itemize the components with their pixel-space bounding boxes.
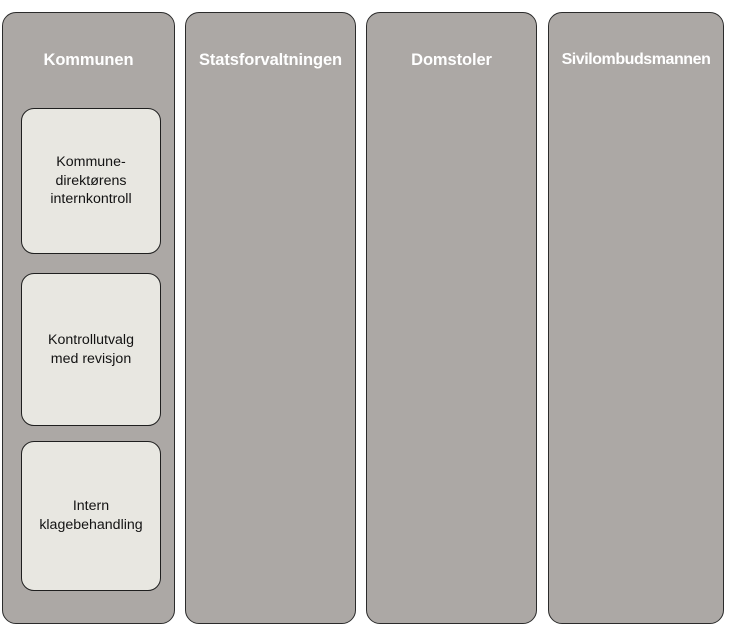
node-intern-klagebehandling: Intern klagebehandling: [21, 441, 161, 591]
node-label: Intern klagebehandling: [39, 498, 143, 533]
column-domstoler: Domstoler Nasjonale domstoler Den europe…: [366, 12, 537, 624]
node-kommunedirektorens-internkontroll: Kommune- direktørens internkontroll: [21, 108, 161, 254]
node-kontrollutvalg-med-revisjon: Kontrollutvalg med revisjon: [21, 273, 161, 426]
column-statsforvaltningen: Statsforvaltningen Lovlighetskontroll St…: [185, 12, 526, 624]
column-sivilombudsmannen: Sivilombudsmannen Etter klage På eget in…: [548, 12, 724, 624]
column-kommunen: Kommunen Kommune- direktørens internkont…: [2, 12, 175, 624]
column-title-kommunen: Kommunen: [43, 51, 134, 69]
node-label: Kommune- direktørens internkontroll: [50, 153, 132, 208]
column-title-sivilombudsmannen: Sivilombudsmannen: [561, 51, 711, 68]
column-title-statsforvaltningen: Statsforvaltningen: [198, 51, 343, 69]
node-label: Kontrollutvalg med revisjon: [48, 331, 134, 367]
column-title-domstoler: Domstoler: [411, 51, 492, 69]
